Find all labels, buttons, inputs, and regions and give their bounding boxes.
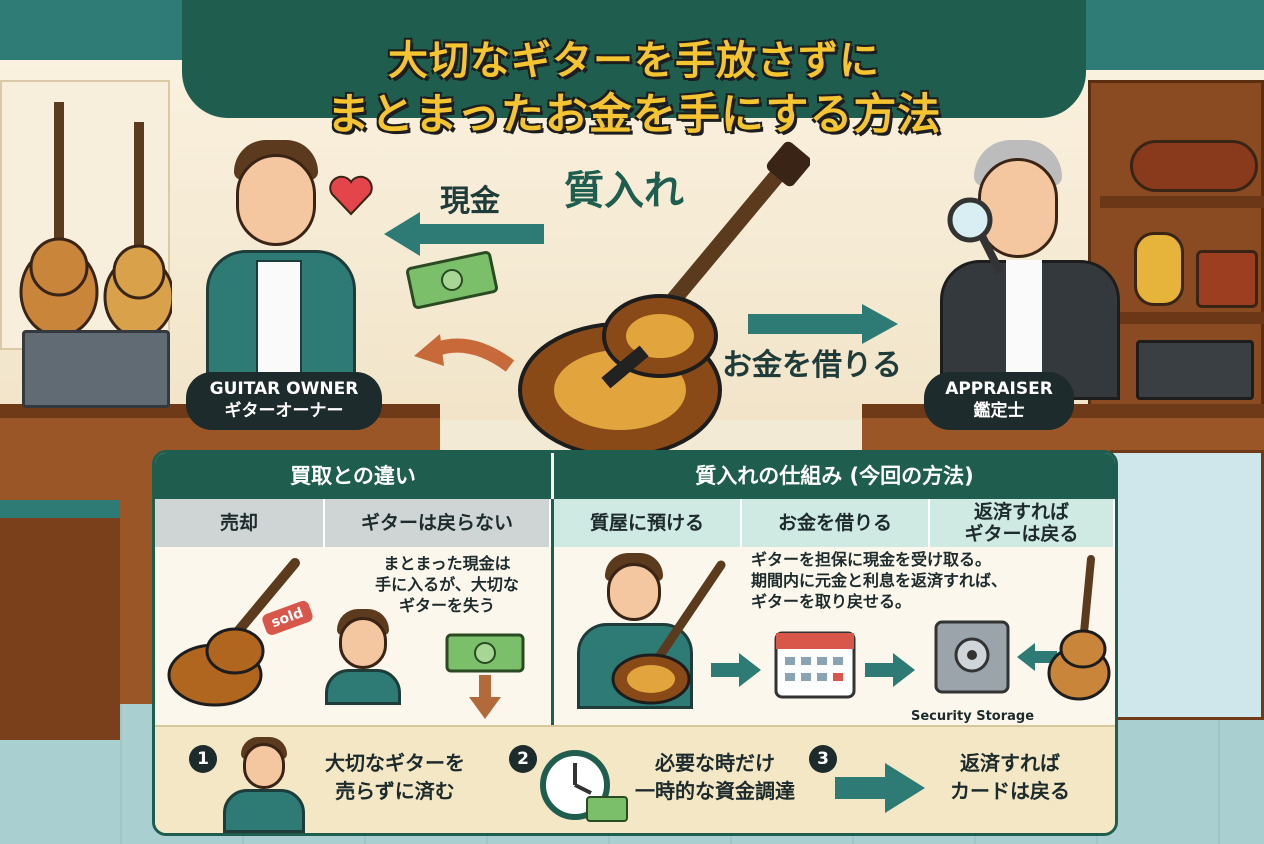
appraiser-figure (900, 140, 1120, 400)
mechanism-description: ギターを担保に現金を受け取る。 期間内に元金と利息を返済すれば、 ギターを取り戻… (751, 550, 1008, 611)
appraiser-label-ja: 鑑定士 (973, 401, 1025, 421)
magnifier-icon (947, 197, 1004, 274)
title-line-1: 大切なギターを手放さずに (388, 38, 880, 84)
appraiser-label: APPRAISER 鑑定士 (924, 372, 1074, 430)
owner-label-en: GUITAR OWNER (209, 379, 359, 399)
section-divider (551, 499, 554, 725)
arrow-right-icon (835, 763, 925, 813)
info-panel: 買取との違い 質入れの仕組み (今回の方法) 売却 ギターは戻らない 質屋に預け… (152, 450, 1118, 836)
title-line-2: まとまったお金を手にする方法 (326, 90, 942, 140)
clock-icon (540, 750, 628, 822)
benefit-text-1: 大切なギターを 売らずに済む (325, 751, 465, 803)
arrow-right-icon (865, 653, 915, 687)
cash-register-icon (22, 330, 170, 408)
guitar-owner-figure (200, 140, 420, 380)
step-return: 返済すれば ギターは戻る (930, 499, 1115, 547)
benefit-text-3: 返済すれば カードは戻る (950, 751, 1070, 803)
safe-icon (934, 620, 1010, 694)
dollar-bill-icon (406, 250, 498, 310)
security-storage-label: Security Storage (911, 709, 1035, 724)
step-deposit: 質屋に預ける (554, 499, 742, 547)
guitar-owner-label: GUITAR OWNER ギターオーナー (186, 372, 382, 430)
heart-icon (329, 175, 373, 216)
money-down-icon (445, 633, 525, 719)
borrow-label: お金を借りる (722, 348, 902, 383)
benefit-number-3: 3 (809, 745, 837, 773)
pawn-label: 質入れ (564, 168, 684, 214)
arrow-right-icon (748, 304, 898, 344)
calendar-icon (774, 631, 856, 699)
mechanism-header: 質入れの仕組み (今回の方法) (554, 453, 1115, 499)
benefit-number-2: 2 (509, 745, 537, 773)
benefit-number-1: 1 (189, 745, 217, 773)
bag-icon (1196, 250, 1258, 308)
arrow-right-icon (711, 653, 761, 687)
sold-guitar-icon (167, 558, 300, 707)
ceiling-right (1080, 0, 1264, 70)
returned-guitar-icon (1047, 555, 1111, 701)
cash-label: 現金 (440, 184, 500, 219)
title-banner (182, 0, 1086, 118)
happy-guitarist-figure (219, 737, 309, 833)
cabinet-shelf (1100, 312, 1264, 324)
benefit-text-2: 必要な時だけ 一時的な資金調達 (635, 751, 795, 803)
wall-guitars-icon (19, 102, 175, 339)
sad-person-figure (325, 609, 401, 705)
money-bag-icon (1134, 232, 1184, 306)
ceiling-left (0, 0, 190, 60)
sub-header-sale: 売却 (155, 499, 325, 547)
arrow-curved-icon (414, 334, 515, 372)
comparison-header: 買取との違い (155, 453, 551, 499)
amplifier-icon (1136, 340, 1254, 400)
jewelry-case (1110, 450, 1264, 720)
owner-label-ja: ギターオーナー (224, 401, 344, 421)
guitar-icon (518, 141, 810, 458)
side-counter (0, 500, 120, 740)
cabinet-shelf (1100, 196, 1264, 208)
arrow-left-icon (1017, 643, 1057, 671)
sub-header-not-returned: ギターは戻らない (325, 499, 551, 547)
held-guitar-icon (611, 560, 726, 705)
comparison-description: まとまった現金は 手に入るが、大切な ギターを失う (375, 554, 519, 615)
benefits-footer: 1 大切なギターを 売らずに済む 2 必要な時だけ 一時的な資金調達 3 返済す… (155, 725, 1115, 833)
guitar-display-wall (0, 80, 175, 350)
step-borrow: お金を借りる (742, 499, 930, 547)
guitar-case-icon (1130, 140, 1258, 192)
appraiser-label-en: APPRAISER (945, 379, 1053, 399)
arrow-left-icon (384, 212, 544, 256)
